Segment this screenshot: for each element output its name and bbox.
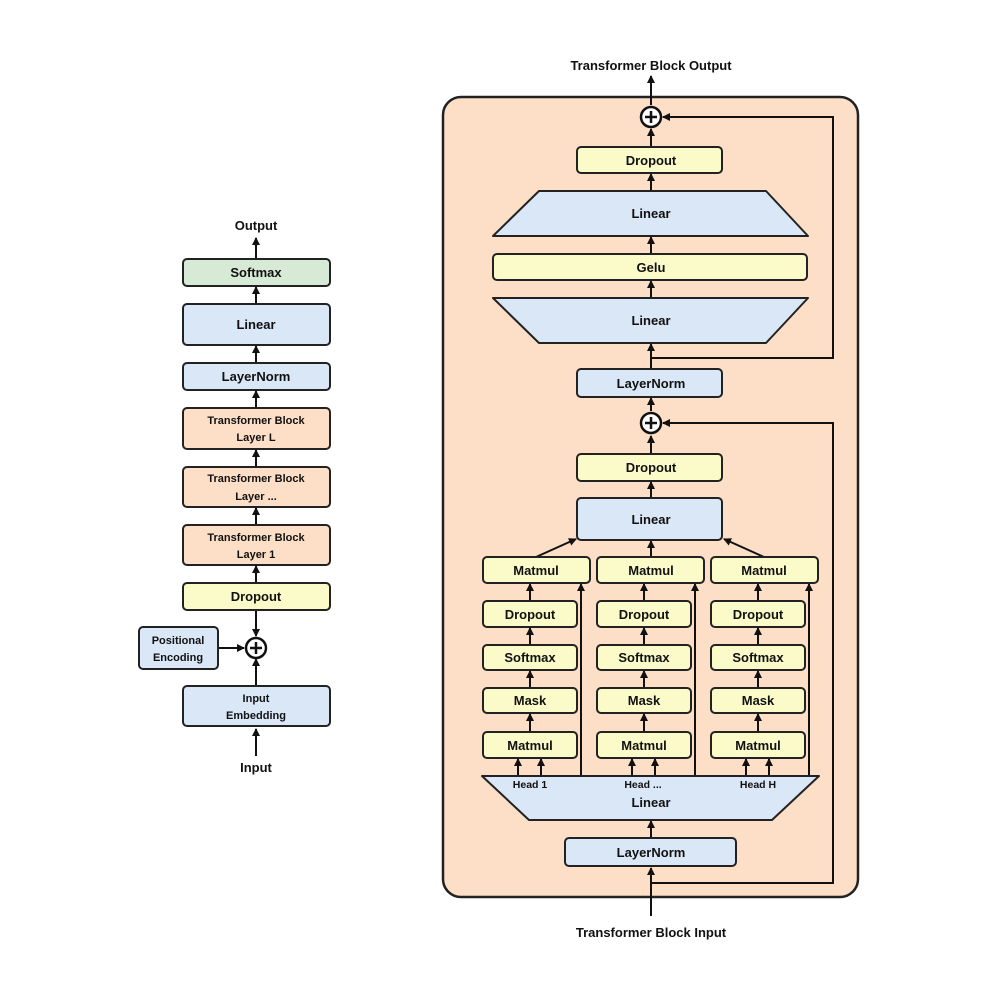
model-dropout-box-label: Dropout [231, 589, 282, 604]
attn-linear-proj-label: Linear [631, 512, 670, 527]
arrow-h1-to-proj [535, 538, 577, 558]
mlp-dropout-label: Dropout [626, 153, 677, 168]
input-embedding-line1: Input [243, 693, 270, 705]
head1-matmul-bottom: Matmul [482, 731, 578, 759]
model-input-label: Input [240, 760, 272, 775]
attn-linear-qkv-label: Linear [631, 795, 670, 810]
softmax-box: Softmax [182, 258, 331, 287]
attn-dropout-box: Dropout [576, 453, 723, 482]
positional-encoding-line2: Encoding [153, 652, 203, 664]
transformer-block-layer-dots-title: Transformer Block [207, 473, 305, 485]
head1-dropout: Dropout [482, 600, 578, 628]
positional-encoding-line1: Positional [152, 635, 205, 647]
model-layernorm-box: LayerNorm [182, 362, 331, 391]
transformer-block-layer-1-sub: Layer 1 [237, 549, 276, 561]
attention-head-h: Matmul Dropout Softmax Mask Matmul [710, 556, 819, 759]
transformer-block-layer-l: Transformer Block Layer L [182, 407, 331, 450]
headh-dropout: Dropout [710, 600, 806, 628]
transformer-block-layer-1-title: Transformer Block [207, 532, 305, 544]
model-linear-box-label: Linear [236, 317, 275, 332]
mlp-linear-expand: Linear [492, 190, 809, 237]
attn-layernorm-label: LayerNorm [617, 845, 686, 860]
residual-connection-attention [651, 419, 834, 884]
input-embedding-box: Input Embedding [182, 685, 331, 727]
head1-softmax: Softmax [482, 644, 578, 671]
transformer-block-layer-l-sub: Layer L [236, 432, 275, 444]
transformer-block-layer-1: Transformer Block Layer 1 [182, 524, 331, 566]
headdots-mask: Mask [596, 687, 692, 714]
attention-head-dots: Matmul Dropout Softmax Mask Matmul [596, 556, 705, 759]
head1-matmul-top-label: Matmul [513, 563, 559, 578]
head-h-label: Head H [740, 779, 776, 791]
head1-mask: Mask [482, 687, 578, 714]
head1-mask-label: Mask [514, 693, 547, 708]
headh-matmul-top-label: Matmul [741, 563, 787, 578]
headdots-matmul-bottom: Matmul [596, 731, 692, 759]
mlp-dropout-box: Dropout [576, 146, 723, 174]
gelu-box: Gelu [492, 253, 808, 281]
headh-dropout-label: Dropout [733, 607, 784, 622]
headh-mask: Mask [710, 687, 806, 714]
block-add-icon-top [639, 105, 663, 129]
head1-softmax-label: Softmax [504, 650, 556, 665]
gelu-label: Gelu [637, 260, 666, 275]
headdots-softmax-label: Softmax [618, 650, 670, 665]
head1-matmul-bottom-label: Matmul [507, 738, 553, 753]
model-layernorm-box-label: LayerNorm [222, 369, 291, 384]
transformer-block-layer-dots: Transformer Block Layer ... [182, 466, 331, 508]
softmax-box-label: Softmax [230, 265, 282, 280]
head-1-label: Head 1 [513, 779, 548, 791]
headdots-softmax: Softmax [596, 644, 692, 671]
mlp-layernorm-box: LayerNorm [576, 368, 723, 398]
block-connectors [514, 75, 834, 916]
transformer-block-layer-l-title: Transformer Block [207, 415, 305, 427]
transformer-block-layer-dots-sub: Layer ... [235, 491, 277, 503]
model-add-icon [244, 636, 268, 660]
input-embedding-line2: Embedding [226, 710, 286, 722]
headh-mask-label: Mask [742, 693, 775, 708]
positional-encoding-box: Positional Encoding [138, 626, 219, 670]
head-dots-label: Head ... [624, 779, 661, 791]
headh-matmul-bottom-label: Matmul [735, 738, 781, 753]
headh-softmax: Softmax [710, 644, 806, 671]
model-stack-connectors [218, 237, 260, 756]
model-stack: Output Softmax Linear LayerNorm Transfor… [138, 218, 331, 775]
headdots-dropout-label: Dropout [619, 607, 670, 622]
transformer-block-detail: Transformer Block Output [441, 58, 860, 940]
block-output-label: Transformer Block Output [570, 58, 732, 73]
mlp-linear-contract-label: Linear [631, 313, 670, 328]
headdots-matmul-top-label: Matmul [628, 563, 674, 578]
attn-layernorm-box: LayerNorm [564, 837, 737, 867]
attn-linear-qkv: Head 1 Head ... Head H Linear [481, 775, 820, 821]
headh-softmax-label: Softmax [732, 650, 784, 665]
head1-matmul-top: Matmul [482, 556, 591, 584]
headdots-matmul-top: Matmul [596, 556, 705, 584]
headdots-matmul-bottom-label: Matmul [621, 738, 667, 753]
mlp-layernorm-label: LayerNorm [617, 376, 686, 391]
model-output-label: Output [235, 218, 278, 233]
block-add-icon-mid [639, 411, 663, 435]
attn-linear-proj-box: Linear [576, 497, 723, 541]
mlp-linear-contract: Linear [492, 297, 809, 344]
model-linear-box: Linear [182, 303, 331, 346]
headh-matmul-top: Matmul [710, 556, 819, 584]
headh-matmul-bottom: Matmul [710, 731, 806, 759]
arrow-hh-to-proj [723, 538, 765, 558]
residual-connection-mlp [651, 113, 834, 359]
model-dropout-box: Dropout [182, 582, 331, 611]
head1-dropout-label: Dropout [505, 607, 556, 622]
attn-dropout-label: Dropout [626, 460, 677, 475]
headdots-mask-label: Mask [628, 693, 661, 708]
block-input-label: Transformer Block Input [576, 925, 727, 940]
headdots-dropout: Dropout [596, 600, 692, 628]
mlp-linear-expand-label: Linear [631, 206, 670, 221]
attention-head-1: Matmul Dropout Softmax Mask Matmul [482, 556, 591, 759]
